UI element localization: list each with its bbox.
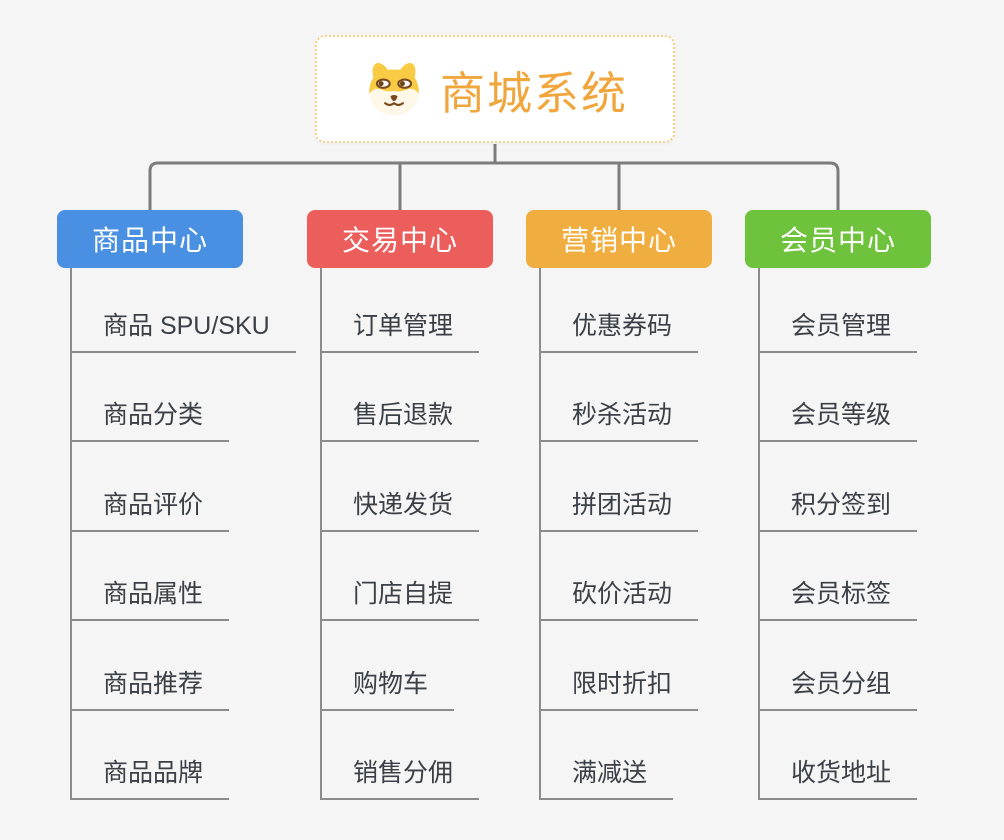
leaf-node[interactable]: 收货地址 — [760, 711, 931, 800]
branch-marketing: 营销中心 优惠券码 秒杀活动 拼团活动 砍价活动 限时折扣 满减送 — [526, 210, 712, 800]
leaf-node[interactable]: 优惠券码 — [541, 268, 712, 353]
leaf-node[interactable]: 商品推荐 — [72, 621, 296, 711]
leaf-label: 快递发货 — [322, 485, 480, 532]
leaf-label: 销售分佣 — [322, 753, 480, 800]
branch-head-member[interactable]: 会员中心 — [745, 210, 931, 268]
leaf-label: 秒杀活动 — [541, 395, 699, 443]
leaf-node[interactable]: 销售分佣 — [322, 711, 493, 800]
branch-product: 商品中心 商品 SPU/SKU 商品分类 商品评价 商品属性 商品推荐 商品品牌 — [57, 210, 296, 800]
branch-member-leaves: 会员管理 会员等级 积分签到 会员标签 会员分组 收货地址 — [758, 268, 931, 800]
leaf-label: 会员等级 — [760, 395, 918, 443]
leaf-label: 门店自提 — [322, 574, 480, 622]
leaf-node[interactable]: 商品 SPU/SKU — [72, 268, 296, 353]
leaf-node[interactable]: 商品属性 — [72, 532, 296, 622]
leaf-node[interactable]: 限时折扣 — [541, 621, 712, 711]
leaf-node[interactable]: 会员分组 — [760, 621, 931, 711]
leaf-label: 商品推荐 — [72, 664, 230, 711]
branch-trade-leaves: 订单管理 售后退款 快递发货 门店自提 购物车 销售分佣 — [320, 268, 493, 800]
leaf-label: 商品品牌 — [72, 753, 230, 800]
leaf-label: 商品属性 — [72, 574, 230, 622]
leaf-label: 收货地址 — [760, 753, 918, 800]
leaf-label: 商品 SPU/SKU — [72, 306, 296, 353]
branch-head-marketing[interactable]: 营销中心 — [526, 210, 712, 268]
leaf-node[interactable]: 门店自提 — [322, 532, 493, 622]
branch-member: 会员中心 会员管理 会员等级 积分签到 会员标签 会员分组 收货地址 — [745, 210, 931, 800]
leaf-label: 会员分组 — [760, 664, 918, 711]
leaf-node[interactable]: 订单管理 — [322, 268, 493, 353]
leaf-label: 订单管理 — [322, 306, 480, 353]
leaf-node[interactable]: 拼团活动 — [541, 442, 712, 532]
leaf-node[interactable]: 积分签到 — [760, 442, 931, 532]
leaf-label: 购物车 — [322, 664, 455, 711]
leaf-node[interactable]: 购物车 — [322, 621, 493, 711]
leaf-node[interactable]: 会员管理 — [760, 268, 931, 353]
leaf-label: 满减送 — [541, 753, 674, 800]
branch-product-leaves: 商品 SPU/SKU 商品分类 商品评价 商品属性 商品推荐 商品品牌 — [70, 268, 296, 800]
root-title: 商城系统 — [439, 67, 628, 119]
leaf-label: 商品评价 — [72, 485, 230, 532]
leaf-label: 会员管理 — [760, 306, 918, 353]
doge-icon — [369, 62, 419, 116]
branch-trade: 交易中心 订单管理 售后退款 快递发货 门店自提 购物车 销售分佣 — [307, 210, 493, 800]
leaf-label: 商品分类 — [72, 395, 230, 443]
leaf-label: 售后退款 — [322, 395, 480, 443]
leaf-label: 拼团活动 — [541, 485, 699, 532]
branch-marketing-leaves: 优惠券码 秒杀活动 拼团活动 砍价活动 限时折扣 满减送 — [539, 268, 712, 800]
leaf-node[interactable]: 商品分类 — [72, 353, 296, 443]
leaf-node[interactable]: 砍价活动 — [541, 532, 712, 622]
leaf-label: 会员标签 — [760, 574, 918, 622]
root-node[interactable]: 商城系统 — [315, 35, 675, 143]
leaf-node[interactable]: 会员等级 — [760, 353, 931, 443]
leaf-node[interactable]: 满减送 — [541, 711, 712, 800]
leaf-node[interactable]: 秒杀活动 — [541, 353, 712, 443]
leaf-label: 砍价活动 — [541, 574, 699, 622]
leaf-node[interactable]: 快递发货 — [322, 442, 493, 532]
leaf-node[interactable]: 商品品牌 — [72, 711, 296, 800]
leaf-label: 限时折扣 — [541, 664, 699, 711]
leaf-node[interactable]: 商品评价 — [72, 442, 296, 532]
leaf-node[interactable]: 会员标签 — [760, 532, 931, 622]
branch-head-product[interactable]: 商品中心 — [57, 210, 243, 268]
leaf-label: 积分签到 — [760, 485, 918, 532]
branch-head-trade[interactable]: 交易中心 — [307, 210, 493, 268]
leaf-node[interactable]: 售后退款 — [322, 353, 493, 443]
leaf-label: 优惠券码 — [541, 306, 699, 353]
